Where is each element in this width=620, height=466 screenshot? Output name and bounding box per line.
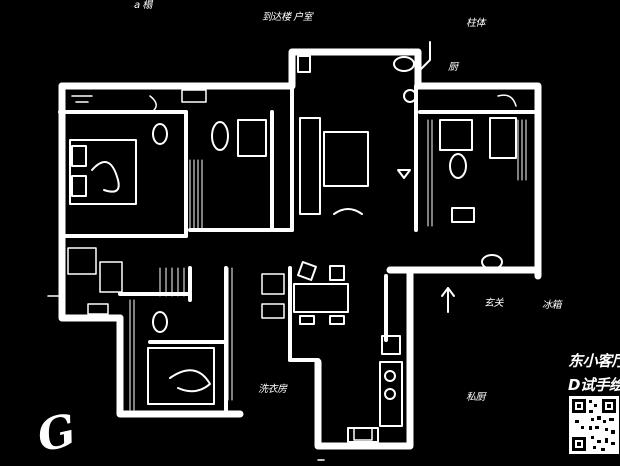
title-fragment: a 榻 bbox=[134, 0, 152, 11]
scribbles bbox=[47, 94, 517, 461]
inner-walls bbox=[58, 84, 538, 412]
label-laundry: 洗衣房 bbox=[258, 384, 287, 395]
brand-line-1: 东小客厅 bbox=[568, 352, 620, 370]
hatching bbox=[129, 119, 527, 411]
label-top-stair: 到达楼 户室 bbox=[262, 12, 313, 23]
label-entry: 玄关 bbox=[484, 298, 504, 309]
entry-arrow bbox=[397, 169, 411, 179]
qr-code-icon bbox=[569, 396, 619, 454]
label-pillar: 柱体 bbox=[466, 18, 486, 29]
label-right-bottom: 私厨 bbox=[466, 392, 486, 403]
kitchen bbox=[347, 335, 403, 443]
brand-line-2: D试手绘 bbox=[568, 376, 620, 394]
label-fridge: 冰箱 bbox=[542, 300, 562, 311]
dining-set bbox=[293, 261, 349, 325]
bathroom-fixtures bbox=[152, 119, 473, 333]
outer-walls bbox=[58, 48, 542, 450]
sofa bbox=[299, 117, 369, 215]
north-arrow-icon bbox=[441, 287, 455, 313]
misc-boxes bbox=[67, 89, 373, 441]
entry-fixtures bbox=[297, 41, 431, 103]
right-room bbox=[451, 117, 517, 270]
bed-master bbox=[69, 139, 137, 205]
label-kitchen-small: 厨 bbox=[448, 62, 458, 73]
bed-second bbox=[147, 347, 215, 405]
